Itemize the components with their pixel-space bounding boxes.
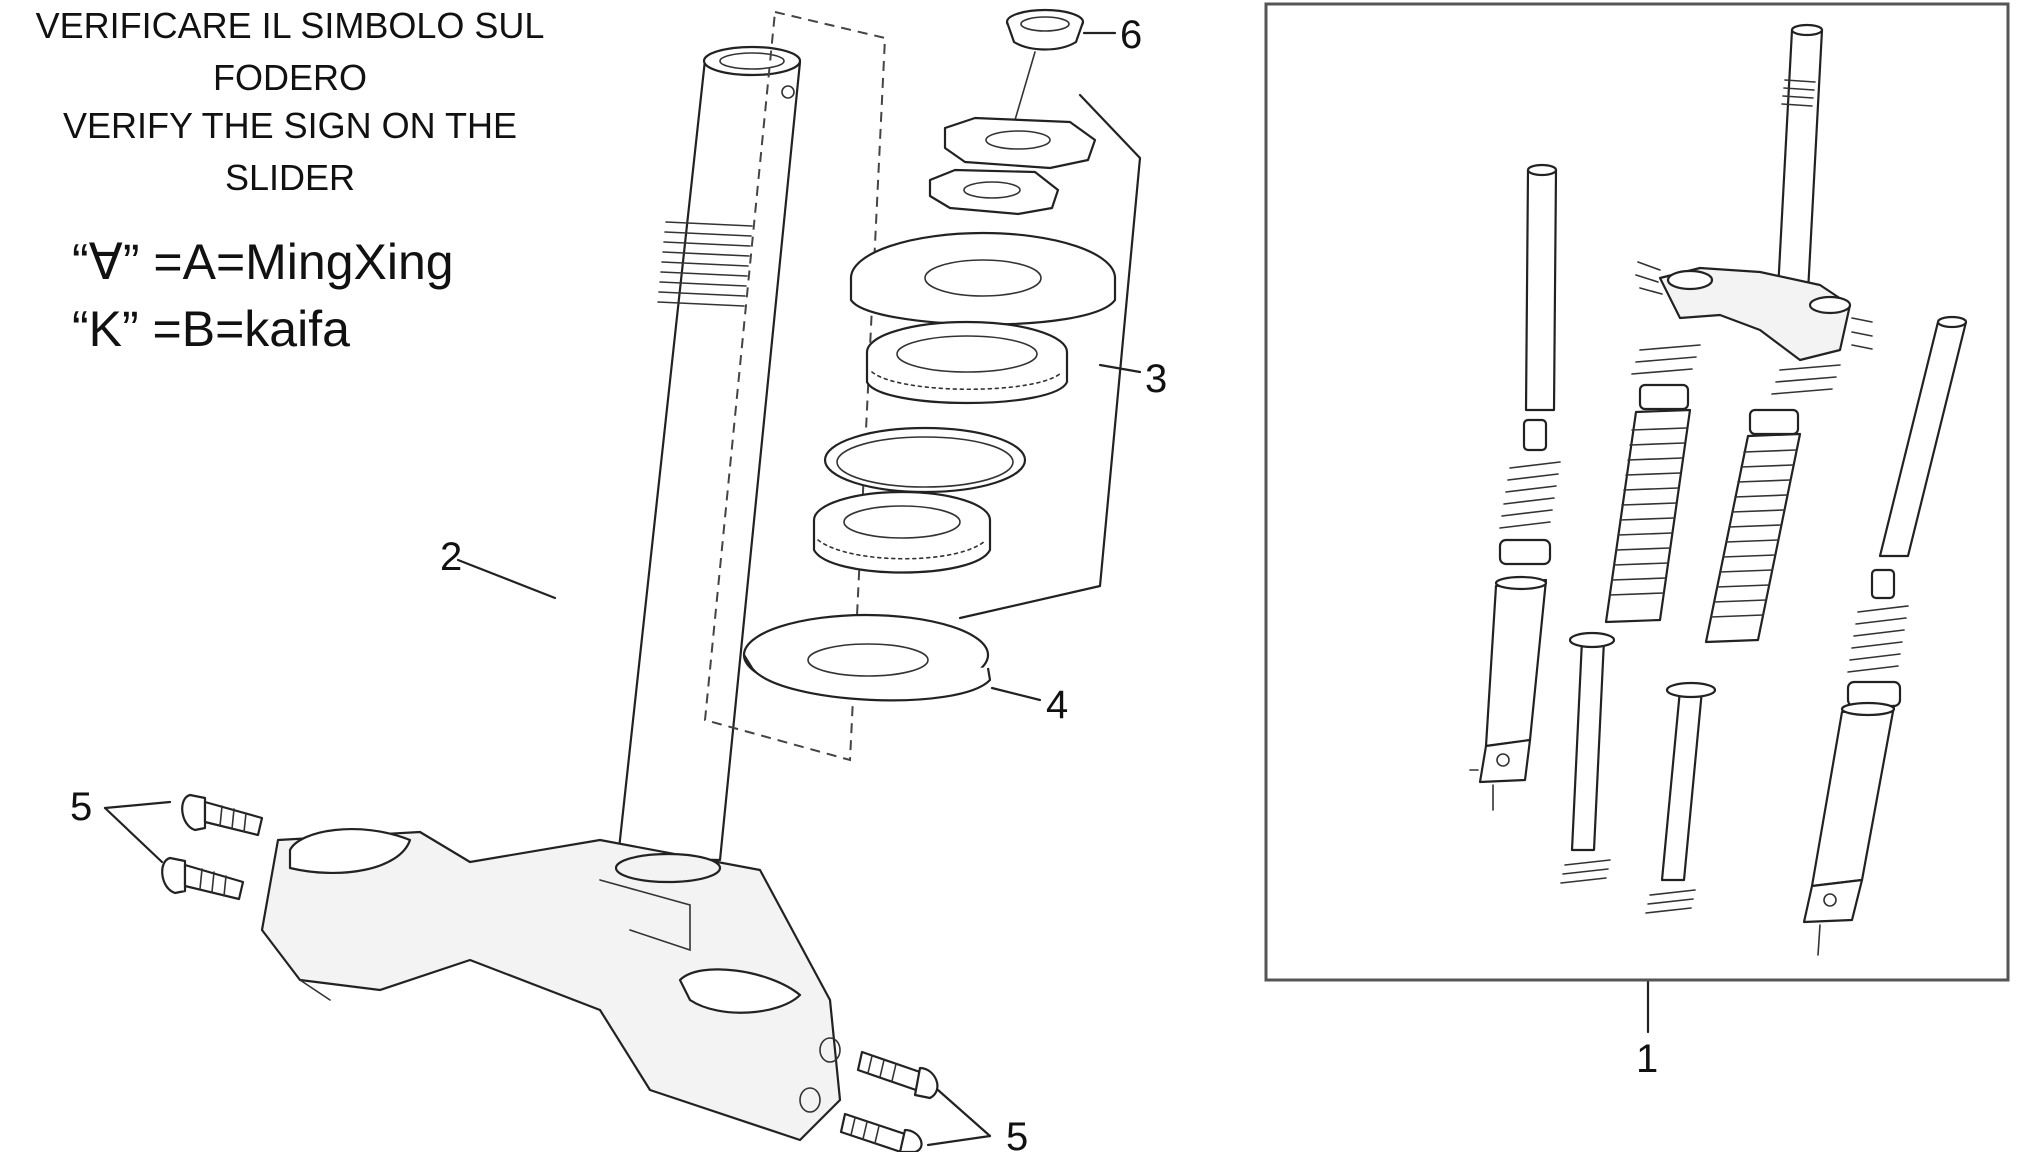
callout-bracket-3 xyxy=(958,93,1142,620)
callout-2: 2 xyxy=(440,535,462,579)
note-italian: VERIFICARE IL SIMBOLO SUL FODERO xyxy=(35,5,545,98)
callout-3: 3 xyxy=(1145,357,1167,401)
callout-5-left: 5 xyxy=(70,785,92,829)
note-english: VERIFY THE SIGN ON THE SLIDER xyxy=(62,105,518,198)
dashed-assembly-frame xyxy=(703,10,887,762)
legend-mingxing: “∀” =A=MingXing xyxy=(72,234,454,290)
callout-6: 6 xyxy=(1120,13,1142,57)
bolts-right xyxy=(839,1050,939,1152)
fork-assembly-drawing xyxy=(1469,23,1968,956)
steering-stem xyxy=(260,45,842,1142)
fork-assembly-box xyxy=(1264,2,2010,982)
legend-kaifa: “K” =B=kaifa xyxy=(72,301,350,357)
bolts-left xyxy=(161,793,264,901)
callout-1: 1 xyxy=(1636,1037,1658,1081)
callout-5-right: 5 xyxy=(1006,1115,1028,1152)
callout-4: 4 xyxy=(1046,683,1068,727)
leader-lines xyxy=(103,31,1650,1147)
bearing-stack xyxy=(742,8,1117,702)
